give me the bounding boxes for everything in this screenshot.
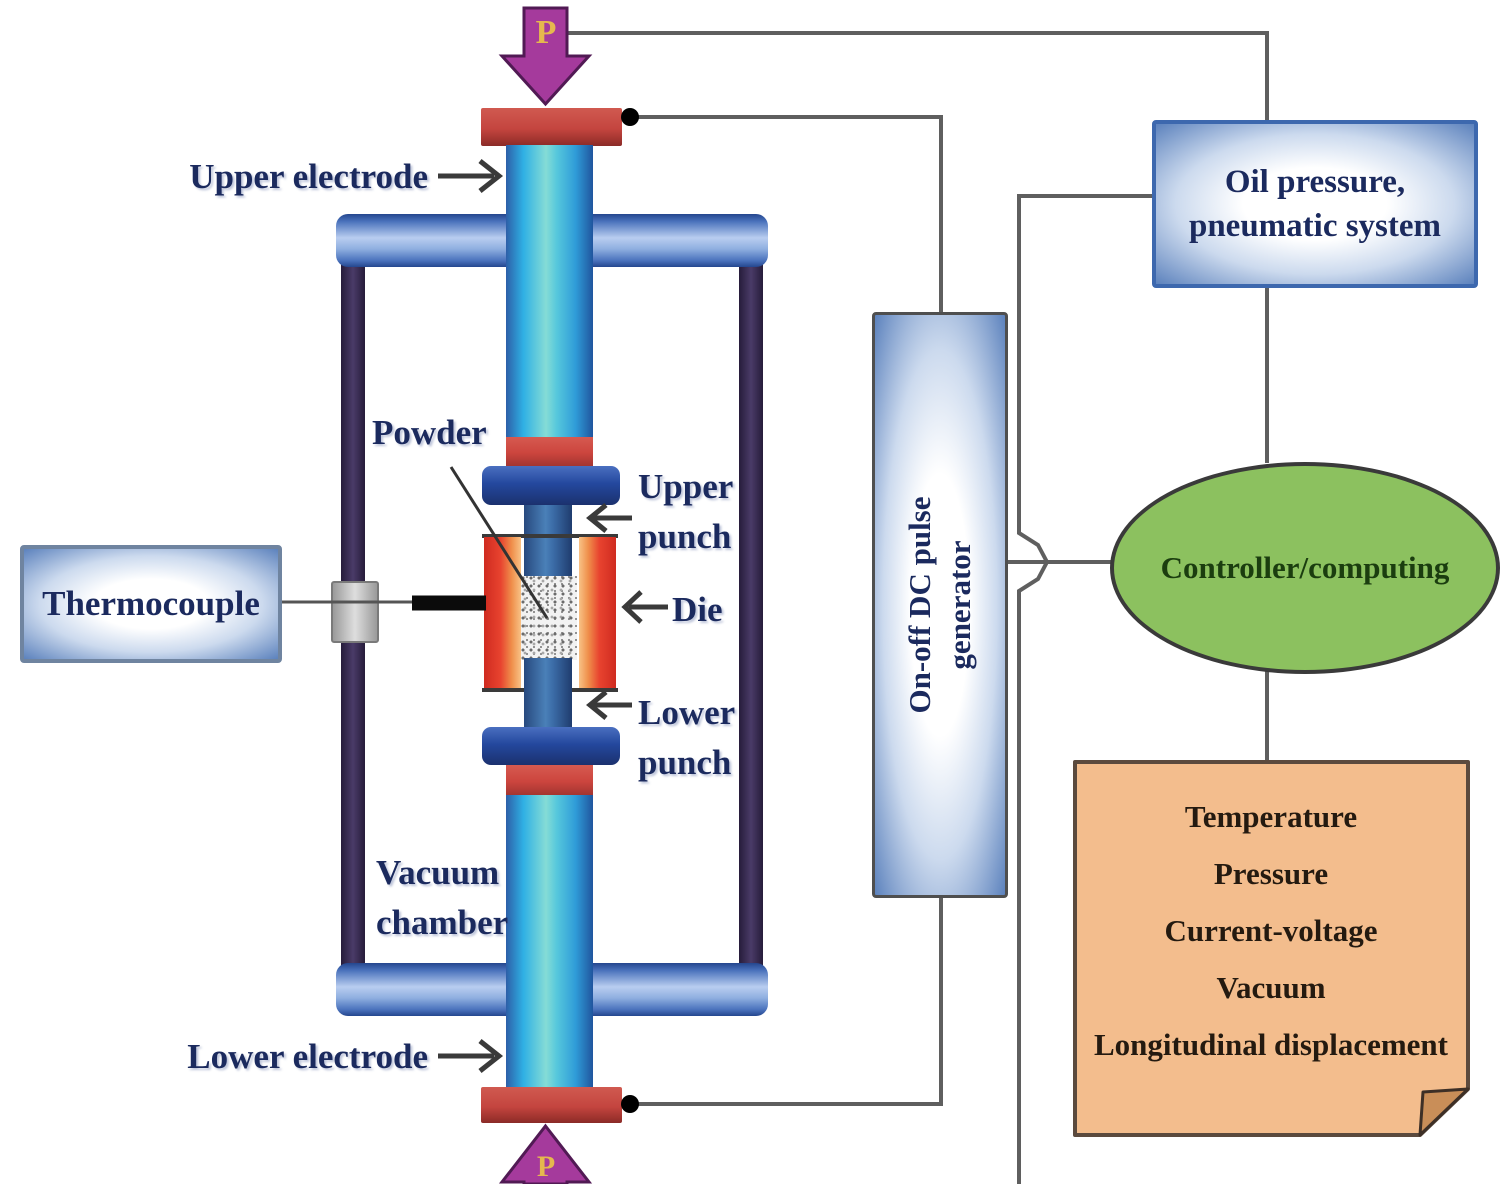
vacuum-chamber-right-column (739, 242, 763, 1004)
die-right-wall (579, 537, 616, 690)
upper-electrode-arrow-icon (438, 159, 504, 193)
monitor-item: Longitudinal displacement (1094, 1027, 1448, 1062)
thermocouple-box: Thermocouple (20, 545, 282, 663)
oil-pressure-line1: Oil pressure, (1224, 164, 1406, 200)
lower-electrode-column (506, 795, 593, 1088)
thermocouple-label: Thermocouple (42, 584, 260, 623)
die-left-wall (484, 537, 521, 690)
lower-terminal-dot (621, 1095, 639, 1113)
lower-punch-arrow-icon (586, 690, 632, 720)
monitor-item: Temperature (1184, 799, 1358, 834)
lower-ram-block (481, 1087, 622, 1123)
monitor-item: Current-voltage (1164, 913, 1378, 948)
pulse-generator-box: On-off DC pulse generator (872, 312, 1008, 898)
upper-punch-flange (482, 466, 620, 505)
die-top-edge (482, 534, 618, 538)
upper-electrode-label: Upper electrode (189, 157, 428, 196)
vacuum-chamber-label: Vacuum chamber (376, 853, 509, 942)
lower-electrode-label: Lower electrode (187, 1037, 428, 1076)
thermocouple-feedthrough (331, 581, 379, 643)
monitor-item: Pressure (1213, 856, 1329, 891)
monitor-box-folded-corner (1418, 1087, 1470, 1137)
lower-punch-label: Lower punch (638, 693, 735, 782)
powder-sample (521, 576, 577, 660)
oil-pressure-box: Oil pressure, pneumatic system (1152, 120, 1478, 288)
powder-label: Powder (372, 413, 487, 452)
powder-pointer-line (449, 466, 549, 619)
die-label: Die (672, 590, 723, 629)
pressure-letter-top: P (535, 14, 557, 51)
lower-electrode-arrow-icon (438, 1039, 504, 1073)
upper-electrode-column (506, 145, 593, 438)
upper-ram-block (481, 108, 622, 146)
pressure-letter-bottom: P (536, 1150, 556, 1183)
controller-label: Controller/computing (1160, 550, 1450, 585)
upper-punch-stem (524, 505, 572, 578)
upper-punch-arrow-icon (586, 503, 632, 533)
lower-punch-flange (482, 727, 620, 765)
pressure-arrow-top-icon (498, 6, 593, 107)
monitor-items-list: Temperature Pressure Current-voltage Vac… (1085, 788, 1457, 1073)
lower-graphite-spacer (506, 765, 593, 795)
pressure-arrow-bottom-icon (498, 1123, 593, 1184)
lower-punch-stem (524, 658, 572, 727)
upper-graphite-spacer (506, 437, 593, 466)
upper-punch-label: Upper punch (638, 467, 733, 556)
die-arrow-icon (621, 590, 668, 624)
controller-ellipse: Controller/computing (1110, 462, 1500, 674)
upper-terminal-dot (621, 108, 639, 126)
monitor-item: Vacuum (1216, 970, 1326, 1005)
oil-pressure-line2: pneumatic system (1188, 208, 1442, 244)
